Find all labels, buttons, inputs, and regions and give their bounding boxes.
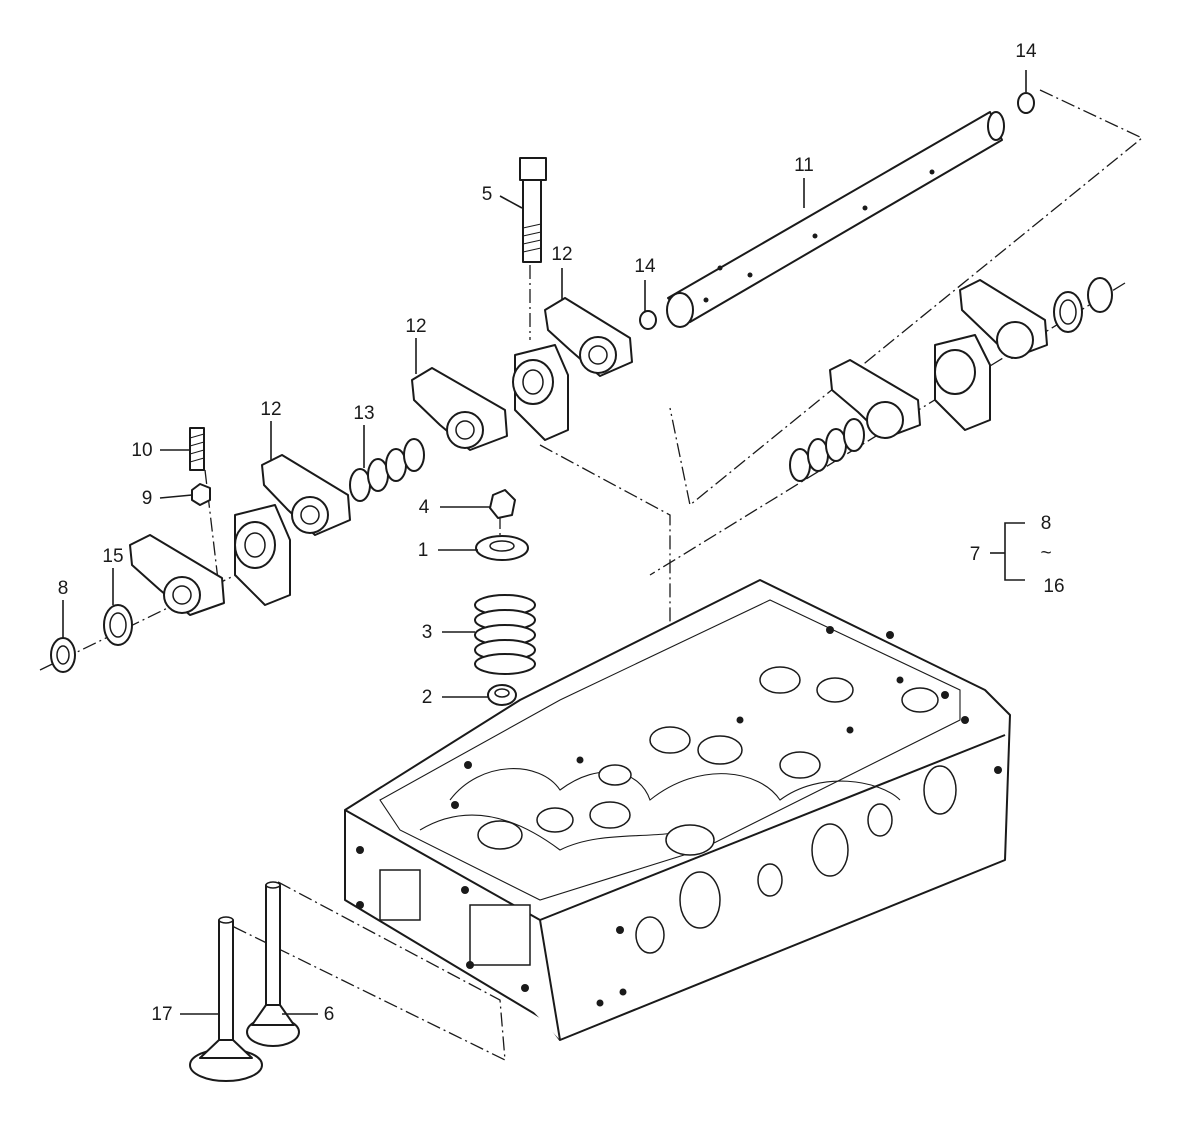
shaft-plug-14-upper (1017, 92, 1035, 114)
callout-9: 9 (142, 488, 153, 509)
rocker-bracket-center (512, 344, 569, 441)
callout-12-top: 12 (551, 244, 572, 265)
callout-2: 2 (422, 687, 433, 708)
valve-spring-3 (474, 594, 536, 675)
rocker-arm-15 (129, 534, 225, 616)
cylinder-head (344, 579, 1011, 1041)
callout-4: 4 (419, 497, 430, 518)
assembly-centerlines (39, 89, 1144, 1062)
callout-labels: 14 11 5 12 14 12 12 13 10 9 15 8 4 1 3 2… (58, 41, 1065, 1025)
valve-6 (246, 881, 300, 1047)
rocker-spring-13 (349, 438, 425, 502)
callout-14-mid: 14 (634, 256, 656, 277)
circlip-8 (50, 637, 76, 673)
callout-14-top: 14 (1015, 41, 1037, 62)
callout-8: 8 (58, 578, 69, 599)
callout-12-middle: 12 (405, 316, 426, 337)
bolt-5 (519, 157, 547, 263)
callout-3: 3 (422, 622, 433, 643)
callout-range-tilde: ~ (1040, 543, 1051, 564)
leader-lines (62, 70, 1027, 1015)
rocker-shaft (666, 111, 1005, 328)
callout-1: 1 (418, 540, 429, 561)
stem-seal-2 (487, 684, 517, 706)
valve-17 (189, 916, 263, 1082)
callout-7: 7 (970, 544, 981, 565)
spring-retainer-1 (475, 535, 529, 561)
callout-6: 6 (324, 1004, 335, 1025)
callout-10: 10 (131, 440, 152, 461)
callout-15: 15 (102, 546, 123, 567)
rocker-arm-12-lower (261, 454, 351, 536)
washer-15 (103, 604, 133, 646)
callout-13: 13 (353, 403, 374, 424)
callout-range-start-8: 8 (1041, 513, 1052, 534)
callout-17: 17 (151, 1004, 172, 1025)
valve-cotter-4 (489, 489, 516, 519)
rocker-arm-12-middle (411, 367, 508, 451)
callout-12-lower: 12 (260, 399, 281, 420)
rocker-arm-12-top (544, 297, 633, 377)
shaft-plug-14-lower (639, 310, 657, 330)
callout-range-end-16: 16 (1043, 576, 1064, 597)
lock-nut-9 (191, 483, 211, 506)
adjusting-screw-10 (189, 427, 205, 471)
callout-5: 5 (482, 184, 493, 205)
rocker-bracket-left (234, 504, 291, 606)
rocker-assembly-rear (789, 277, 1113, 482)
callout-11: 11 (794, 155, 814, 176)
